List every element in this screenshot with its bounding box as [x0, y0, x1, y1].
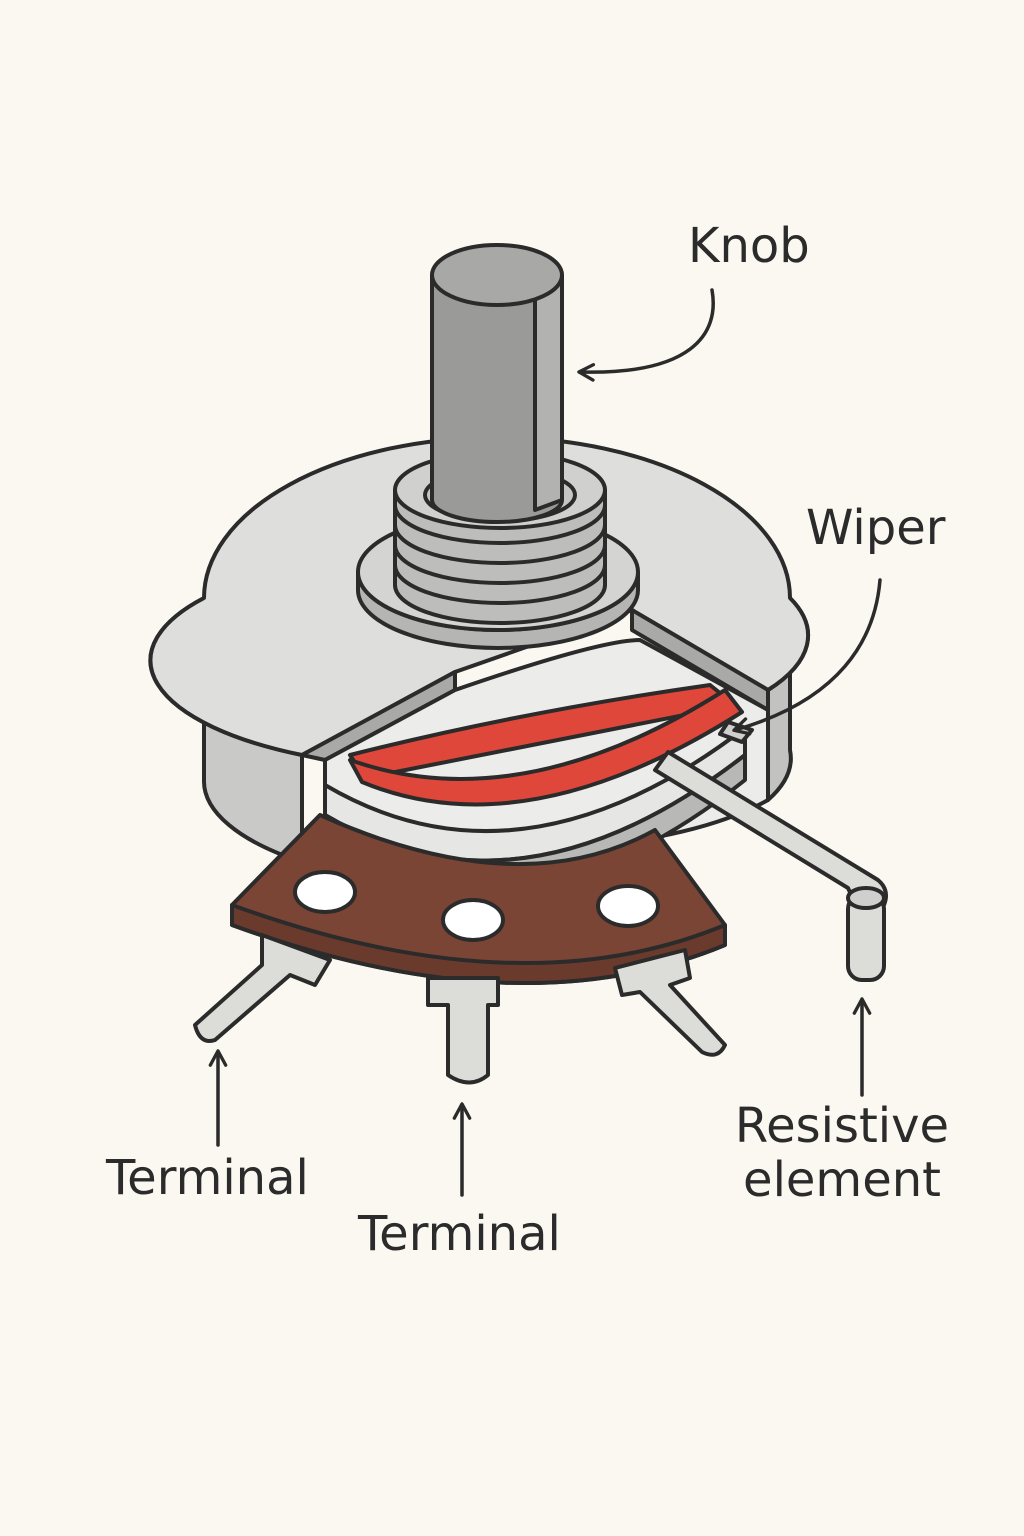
knob-leader-arrow — [577, 288, 715, 382]
knob-top — [430, 243, 564, 307]
terminal-board-edge — [230, 903, 727, 985]
knob-shaft — [430, 273, 564, 524]
terminal-hole-left — [293, 870, 357, 914]
terminal-center-label: Terminal — [358, 1206, 561, 1262]
terminal-pin-left — [193, 933, 332, 1043]
terminal-hole-right — [596, 884, 660, 928]
wiper-pin-top — [846, 886, 886, 910]
thread-ring-1 — [393, 503, 607, 545]
resistive-element-label-line2: element — [743, 1151, 941, 1208]
thread-ring-4 — [393, 563, 607, 605]
resistive-element-label: Resistive element — [722, 1098, 962, 1208]
terminal-pin-right — [613, 948, 727, 1057]
resistive-element-label-line1: Resistive — [734, 1098, 950, 1154]
terminal-left-label: Terminal — [106, 1150, 309, 1206]
wiper-leader-arrow — [732, 578, 882, 736]
terminal-pin-center — [426, 976, 500, 1085]
knob-shaft-highlight — [533, 273, 564, 512]
wiper-label: Wiper — [806, 500, 946, 556]
thread-ring-2 — [393, 523, 607, 565]
thread-ring-3 — [393, 543, 607, 585]
resistive-element-track-curve — [348, 688, 744, 807]
terminal-hole-center — [441, 898, 505, 942]
knob-label: Knob — [688, 218, 810, 274]
